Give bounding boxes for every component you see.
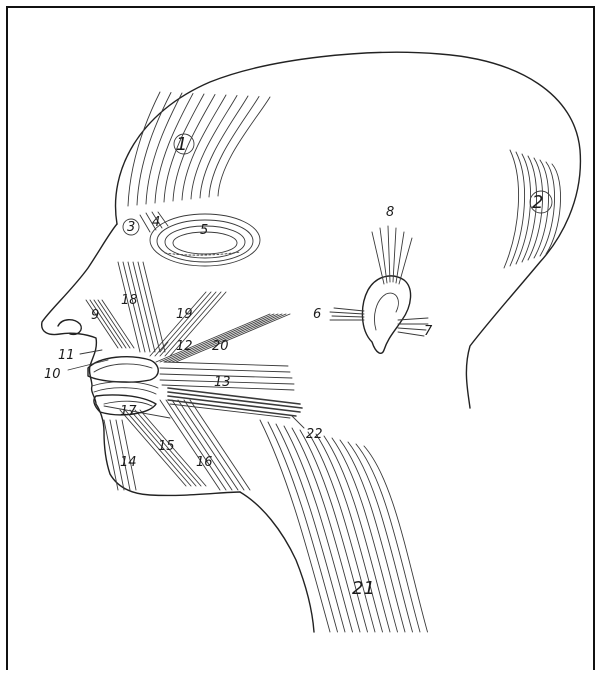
label-12: 12 [176, 339, 193, 354]
label-16: 16 [196, 455, 213, 470]
leader-11 [80, 350, 102, 354]
muscle-1-fiber [218, 97, 270, 196]
muscle-21-fiber [332, 438, 398, 632]
muscle-15-fiber [120, 410, 186, 486]
label-21: 21 [352, 578, 375, 599]
label-8: 8 [386, 205, 394, 220]
muscle-21-fiber [324, 436, 390, 632]
label-7: 7 [424, 324, 433, 339]
muscle-16-fiber [190, 400, 250, 490]
muscle-21-fiber [260, 420, 330, 632]
muscle-16-fiber [178, 400, 238, 490]
muscle-6-fibers [330, 308, 364, 320]
nose-wing [58, 320, 81, 335]
muscle-21-fiber [316, 434, 383, 632]
muscle-20-fiber [176, 314, 290, 362]
muscle-21-fiber [308, 432, 375, 632]
muscle-22-fibers [168, 388, 302, 418]
label-3: 3 [127, 220, 135, 235]
label-6: 6 [313, 307, 321, 322]
muscle-5-orbicularis-oculi [150, 214, 260, 266]
muscle-20-fiber [156, 314, 270, 362]
label-20: 20 [212, 339, 229, 354]
muscle-17-fiber [104, 406, 170, 418]
muscle-1-fiber [128, 92, 160, 206]
label-4: 4 [152, 215, 160, 230]
label-11: 11 [58, 348, 75, 363]
muscle-1-fiber [191, 96, 237, 200]
neck-front-outline [240, 492, 314, 632]
label-10: 10 [44, 367, 61, 382]
label-19: 19 [176, 307, 193, 322]
label-14: 14 [120, 455, 137, 470]
label-13: 13 [214, 375, 231, 390]
muscle-21-fiber [284, 426, 353, 632]
label-15: 15 [158, 439, 175, 454]
muscle-1-fibers [128, 92, 270, 206]
label-18: 18 [121, 293, 138, 308]
muscle-21-fibers [260, 420, 428, 632]
label-5: 5 [200, 223, 208, 238]
label-9: 9 [91, 308, 99, 323]
label-22: 22 [306, 427, 323, 442]
leader-22 [292, 416, 304, 428]
muscle-1-fiber [137, 93, 171, 206]
face-muscle-fibers [86, 262, 290, 490]
muscle-21-fiber [292, 428, 360, 632]
label-17: 17 [120, 404, 137, 419]
muscle-16-fiber [172, 400, 232, 490]
ear [362, 276, 410, 353]
muscle-16-fiber [166, 400, 226, 490]
muscle-21-fiber [300, 430, 368, 632]
